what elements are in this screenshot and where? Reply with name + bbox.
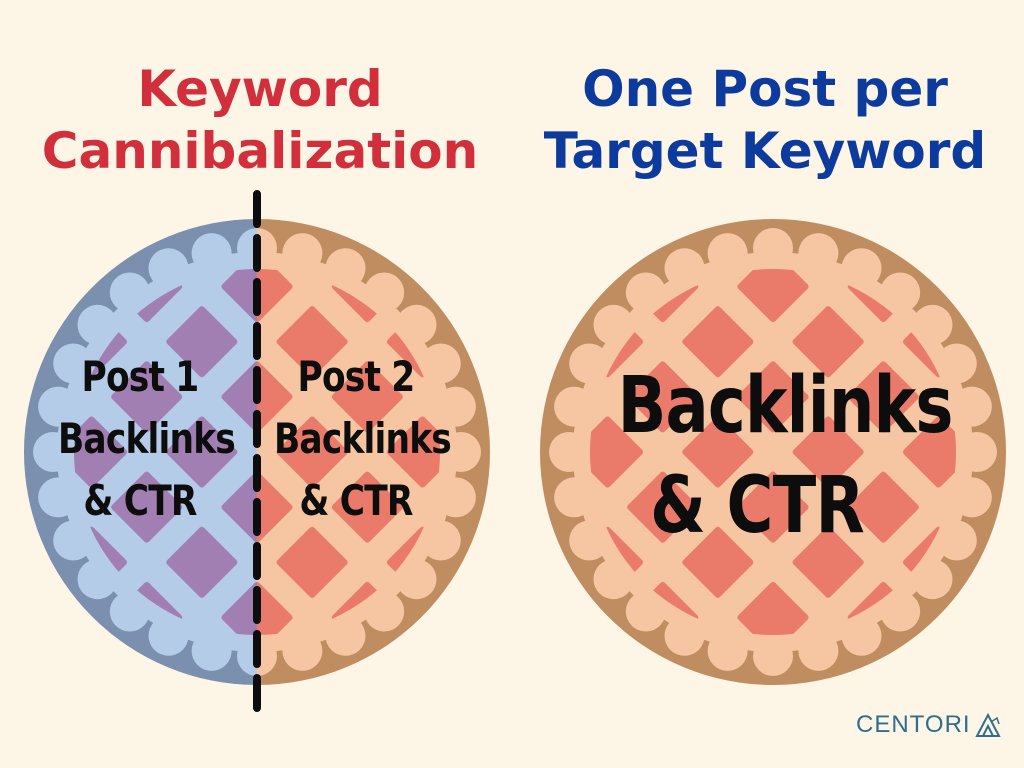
left-heading-line-1: Keyword	[137, 60, 383, 118]
post-2-label: Post 2 Backlinks & CTR	[274, 346, 452, 532]
whole-pie-label: Backlinks & CTR	[617, 356, 954, 556]
brand-name: CENTORI	[856, 711, 971, 738]
whole-pie-backlinks: Backlinks	[617, 361, 954, 451]
post-1-label: Post 1 Backlinks & CTR	[58, 346, 236, 532]
right-heading-line-1: One Post per	[582, 60, 948, 118]
post-2-backlinks: Backlinks	[274, 414, 452, 463]
post-2-ctr: & CTR	[299, 476, 413, 525]
left-heading-line-2: Cannibalization	[41, 122, 479, 180]
post-2-title: Post 2	[297, 352, 416, 401]
post-1-backlinks: Backlinks	[58, 414, 236, 463]
whole-pie-lattice	[590, 269, 956, 635]
keyword-cannibalization-heading: Keyword Cannibalization	[30, 58, 490, 182]
centori-logo: CENTORI	[856, 711, 1001, 739]
right-heading-line-2: Target Keyword	[543, 122, 987, 180]
post-2-pie-half	[257, 219, 490, 685]
whole-pie-ctr: & CTR	[650, 461, 865, 551]
post-1-pie-half	[24, 219, 257, 685]
whole-pie	[540, 219, 1006, 685]
post-1-title: Post 1	[81, 352, 200, 401]
post-1-ctr: & CTR	[83, 476, 197, 525]
one-post-per-keyword-heading: One Post per Target Keyword	[535, 58, 995, 182]
triangle-logo-icon	[974, 712, 1001, 737]
